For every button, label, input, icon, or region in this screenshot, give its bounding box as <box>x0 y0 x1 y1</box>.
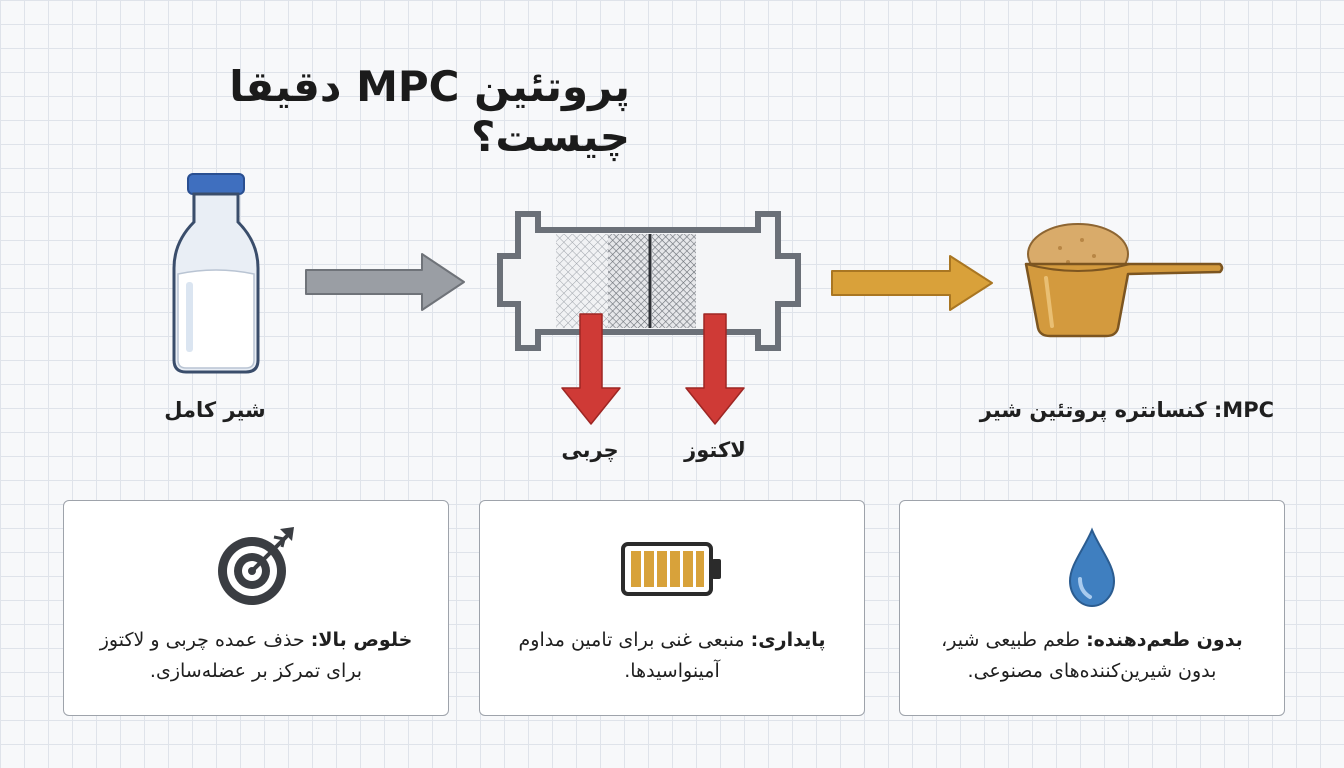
sustainability-text: پایداری: منبعی غنی برای تامین مداوم آمین… <box>518 629 826 683</box>
gray-arrow-icon <box>305 253 465 311</box>
page-title: پروتئین MPC دقیقا چیست؟ <box>229 62 630 162</box>
gold-arrow-icon <box>831 255 993 311</box>
battery-icon <box>621 542 721 596</box>
high-purity-card: خلوص بالا: حذف عمده چربی و لاکتوز برای ت… <box>63 500 449 716</box>
high-purity-text: خلوص بالا: حذف عمده چربی و لاکتوز برای ت… <box>99 629 413 683</box>
no-flavoring-card: بدون طعم‌دهنده: طعم طبیعی شیر، بدون شیری… <box>899 500 1285 716</box>
powder-scoop-icon <box>1024 223 1224 338</box>
no-flavoring-text: بدون طعم‌دهنده: طعم طبیعی شیر، بدون شیری… <box>941 629 1243 683</box>
fat-down-arrow-icon <box>561 313 621 425</box>
filter-icon <box>497 211 801 351</box>
lactose-down-arrow-icon <box>685 313 745 425</box>
water-drop-icon <box>1068 527 1116 608</box>
fat-label: چربی <box>561 438 619 462</box>
milk-bottle-icon <box>172 173 260 374</box>
sustainability-card: پایداری: منبعی غنی برای تامین مداوم آمین… <box>479 500 865 716</box>
product-label: MPC: کنسانتره پروتئین شیر <box>979 398 1274 422</box>
lactose-label: لاکتوز <box>684 438 746 462</box>
milk-label: شیر کامل <box>164 398 266 422</box>
target-icon <box>218 527 294 605</box>
